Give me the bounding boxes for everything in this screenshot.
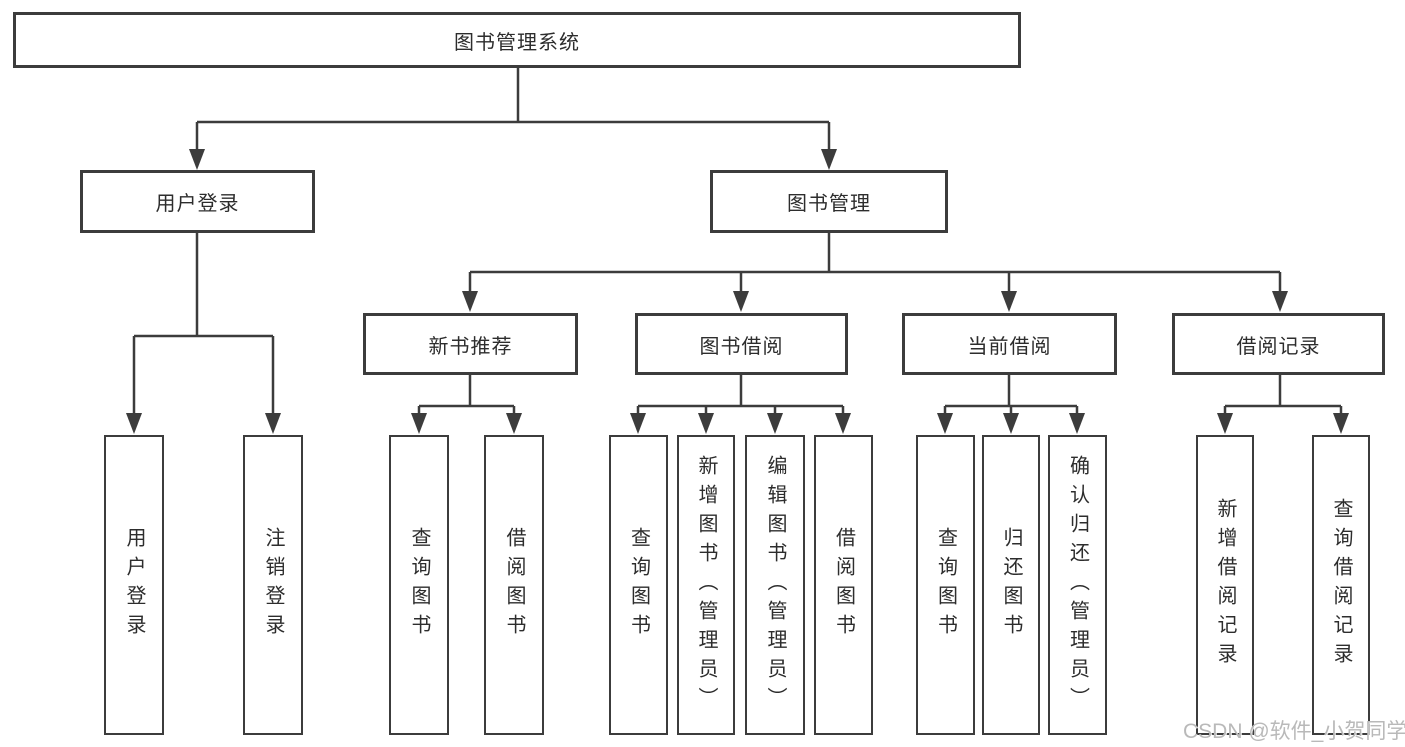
connector-new-book-recommend-to-leaves bbox=[411, 375, 522, 434]
node-borrow-records: 借阅记录 bbox=[1172, 313, 1385, 375]
arrow-down-icon bbox=[630, 413, 646, 434]
connector-book-borrow-to-leaves bbox=[630, 375, 851, 434]
leaf-label: 确认归还（管理员） bbox=[1066, 454, 1089, 716]
connector-line bbox=[132, 233, 275, 414]
arrow-down-icon bbox=[835, 413, 851, 434]
leaf-logout: 注销登录 bbox=[243, 435, 303, 735]
arrow-down-icon bbox=[1069, 413, 1085, 434]
node-user-login: 用户登录 bbox=[80, 170, 315, 233]
arrow-down-icon bbox=[698, 413, 714, 434]
node-label: 图书管理 bbox=[787, 193, 871, 215]
node-label: 图书借阅 bbox=[699, 335, 784, 358]
leaf-label: 用户登录 bbox=[123, 527, 145, 643]
connector-root-to-level2 bbox=[189, 68, 837, 170]
leaf-label: 查询图书 bbox=[408, 527, 430, 643]
arrow-down-icon bbox=[1272, 291, 1288, 312]
connector-borrow-records-to-leaves bbox=[1217, 375, 1349, 434]
arrow-down-icon bbox=[126, 413, 142, 434]
arrow-down-icon bbox=[506, 413, 522, 434]
leaf-label: 借阅图书 bbox=[832, 527, 855, 643]
arrow-down-icon bbox=[821, 149, 837, 170]
arrow-down-icon bbox=[1001, 291, 1017, 312]
leaf-query-books-recommend: 查询图书 bbox=[389, 435, 449, 735]
arrow-down-icon bbox=[937, 413, 953, 434]
leaf-user-login: 用户登录 bbox=[104, 435, 164, 735]
leaf-add-borrow-record: 新增借阅记录 bbox=[1196, 435, 1254, 735]
arrow-down-icon bbox=[1217, 413, 1233, 434]
node-book-borrow: 图书借阅 bbox=[635, 313, 848, 375]
arrow-down-icon bbox=[189, 149, 205, 170]
leaf-label: 新增图书（管理员） bbox=[695, 454, 717, 716]
arrow-down-icon bbox=[1333, 413, 1349, 434]
leaf-return-books: 归还图书 bbox=[982, 435, 1040, 735]
arrow-down-icon bbox=[1003, 413, 1019, 434]
leaf-label: 借阅图书 bbox=[503, 527, 525, 643]
connector-book-management-to-level3 bbox=[462, 233, 1288, 312]
arrow-down-icon bbox=[733, 291, 749, 312]
connector-current-borrow-to-leaves bbox=[937, 375, 1085, 434]
leaf-query-books-current: 查询图书 bbox=[916, 435, 975, 735]
leaf-label: 查询图书 bbox=[627, 527, 650, 643]
leaf-label: 查询图书 bbox=[934, 527, 957, 643]
leaf-query-books-borrow: 查询图书 bbox=[609, 435, 668, 735]
arrow-down-icon bbox=[411, 413, 427, 434]
node-label: 用户登录 bbox=[155, 193, 240, 215]
leaf-confirm-return-admin: 确认归还（管理员） bbox=[1048, 435, 1107, 735]
arrow-down-icon bbox=[265, 413, 281, 434]
node-label: 图书管理系统 bbox=[454, 31, 580, 54]
arrow-down-icon bbox=[462, 291, 478, 312]
connector-line bbox=[1223, 375, 1343, 414]
node-book-management: 图书管理 bbox=[710, 170, 948, 233]
arrow-down-icon bbox=[767, 413, 783, 434]
leaf-label: 新增借阅记录 bbox=[1214, 498, 1236, 672]
leaf-borrow-books-recommend: 借阅图书 bbox=[484, 435, 544, 735]
leaf-edit-book-admin: 编辑图书（管理员） bbox=[745, 435, 805, 735]
leaf-borrow-books-borrow: 借阅图书 bbox=[814, 435, 873, 735]
connector-line bbox=[195, 68, 831, 150]
connector-line bbox=[636, 375, 845, 414]
connector-line bbox=[417, 375, 516, 414]
node-label: 新书推荐 bbox=[428, 335, 513, 358]
leaf-label: 注销登录 bbox=[262, 527, 284, 643]
node-label: 当前借阅 bbox=[967, 335, 1052, 358]
leaf-query-borrow-record: 查询借阅记录 bbox=[1312, 435, 1370, 735]
csdn-watermark: CSDN @软件_小贺同学 bbox=[1183, 720, 1405, 743]
connector-line bbox=[943, 375, 1079, 414]
node-current-borrow: 当前借阅 bbox=[902, 313, 1117, 375]
node-system-root: 图书管理系统 bbox=[13, 12, 1021, 68]
connector-line bbox=[468, 233, 1282, 292]
node-label: 借阅记录 bbox=[1236, 335, 1321, 358]
leaf-add-book-admin: 新增图书（管理员） bbox=[677, 435, 735, 735]
leaf-label: 编辑图书（管理员） bbox=[764, 454, 786, 716]
node-new-book-recommend: 新书推荐 bbox=[363, 313, 578, 375]
leaf-label: 归还图书 bbox=[1000, 527, 1022, 643]
connector-user-login-to-leaves bbox=[126, 233, 281, 434]
leaf-label: 查询借阅记录 bbox=[1330, 498, 1352, 672]
